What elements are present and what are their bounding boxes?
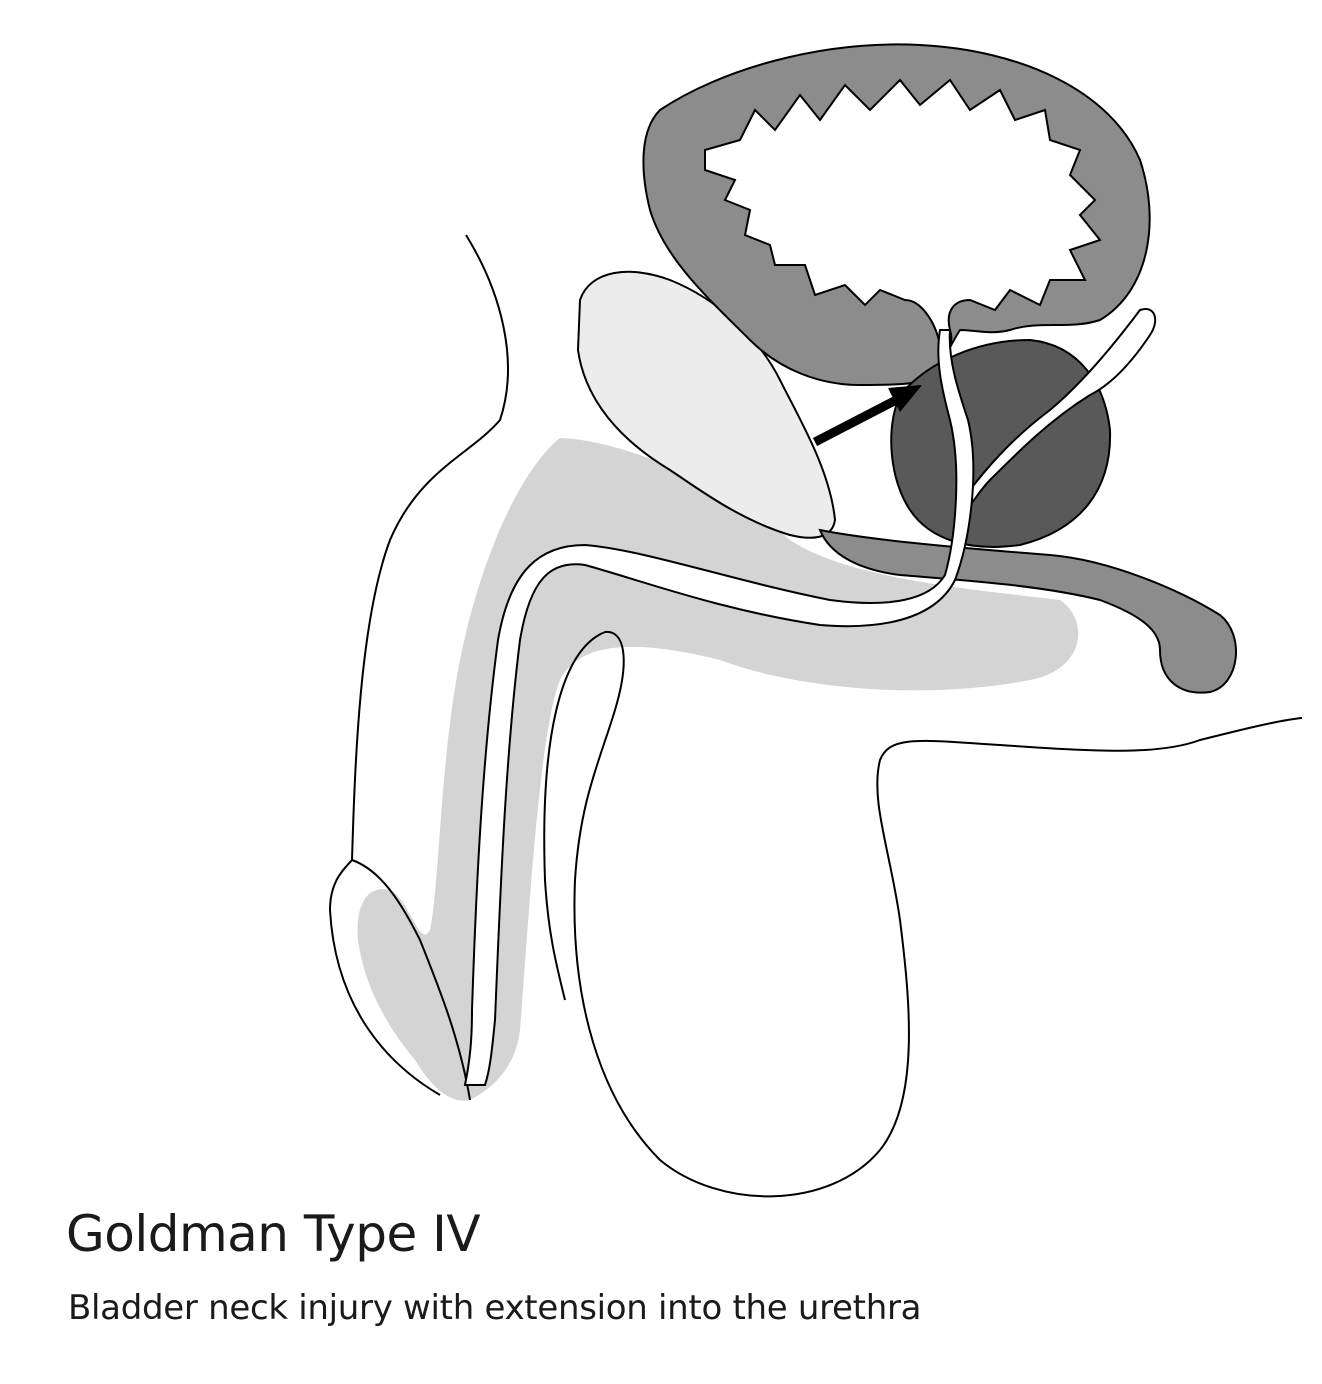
- pubic-bone: [576, 270, 837, 539]
- arrow-icon: [812, 385, 922, 446]
- diagram-subtitle: Bladder neck injury with extension into …: [68, 1288, 922, 1328]
- bladder-lumen: [704, 78, 1102, 350]
- diagram-title: Goldman Type IV: [66, 1205, 481, 1263]
- testis-left-edge: [543, 631, 606, 1001]
- penis-outline: [328, 234, 509, 1096]
- urethral-bulb: [818, 528, 1237, 694]
- urethra: [463, 329, 975, 1086]
- testis: [573, 630, 1303, 1198]
- seminal-vesicle: [964, 308, 1157, 507]
- glans: [351, 859, 471, 1101]
